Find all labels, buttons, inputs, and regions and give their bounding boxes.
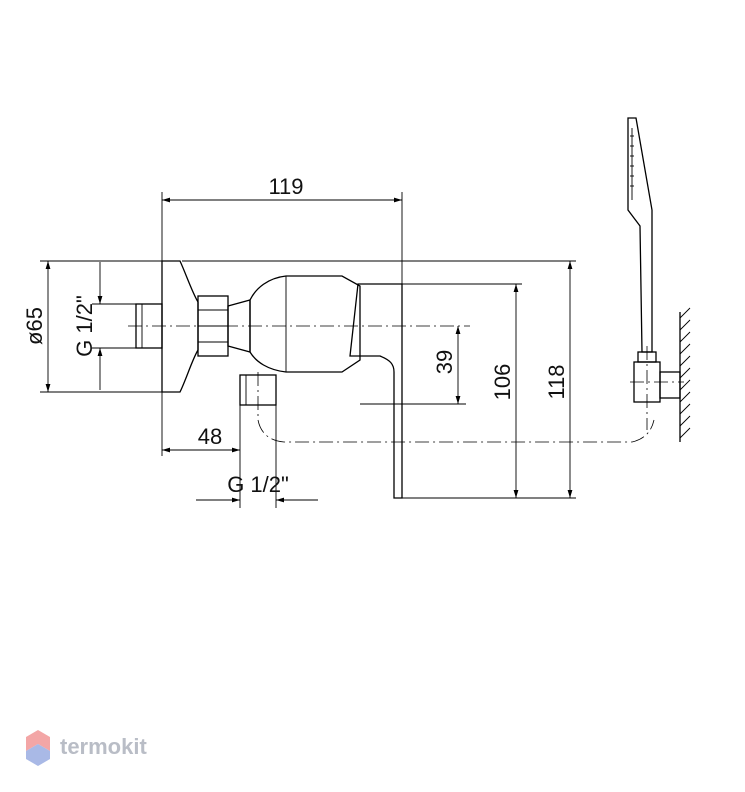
brand-watermark: termokit	[26, 730, 147, 766]
center-lines	[128, 325, 655, 443]
hand-shower	[627, 117, 684, 430]
dimension-center-height: 39	[360, 326, 466, 405]
wall-section	[679, 307, 691, 442]
cartridge-housing	[249, 275, 361, 373]
wall-flange	[161, 260, 199, 393]
mixer-body	[135, 260, 403, 499]
brand-logo-icon	[26, 730, 50, 766]
flange-diameter-label: ø65	[22, 307, 47, 345]
dimension-overall-length: 119	[161, 174, 403, 286]
dimension-inlet-thread: G 1/2"	[72, 262, 136, 390]
dimension-total-height: 118	[182, 260, 576, 499]
inlet-thread-label: G 1/2"	[72, 295, 97, 357]
lever-height-label: 106	[490, 364, 515, 401]
dimension-flange-diameter: ø65	[22, 260, 162, 393]
brand-name: termokit	[60, 734, 147, 759]
dimension-outlet-thread: G 1/2"	[196, 405, 318, 508]
dimension-outlet-offset: 48	[161, 392, 241, 456]
dimension-lever-height: 106	[402, 283, 522, 499]
total-height-label: 118	[544, 364, 569, 399]
overall-length-label: 119	[268, 174, 303, 199]
center-height-label: 39	[432, 350, 457, 374]
nozzle-marks	[630, 135, 634, 187]
outlet-thread-label: G 1/2"	[227, 472, 289, 497]
lever-handle	[349, 283, 403, 499]
outlet-offset-label: 48	[198, 424, 222, 449]
